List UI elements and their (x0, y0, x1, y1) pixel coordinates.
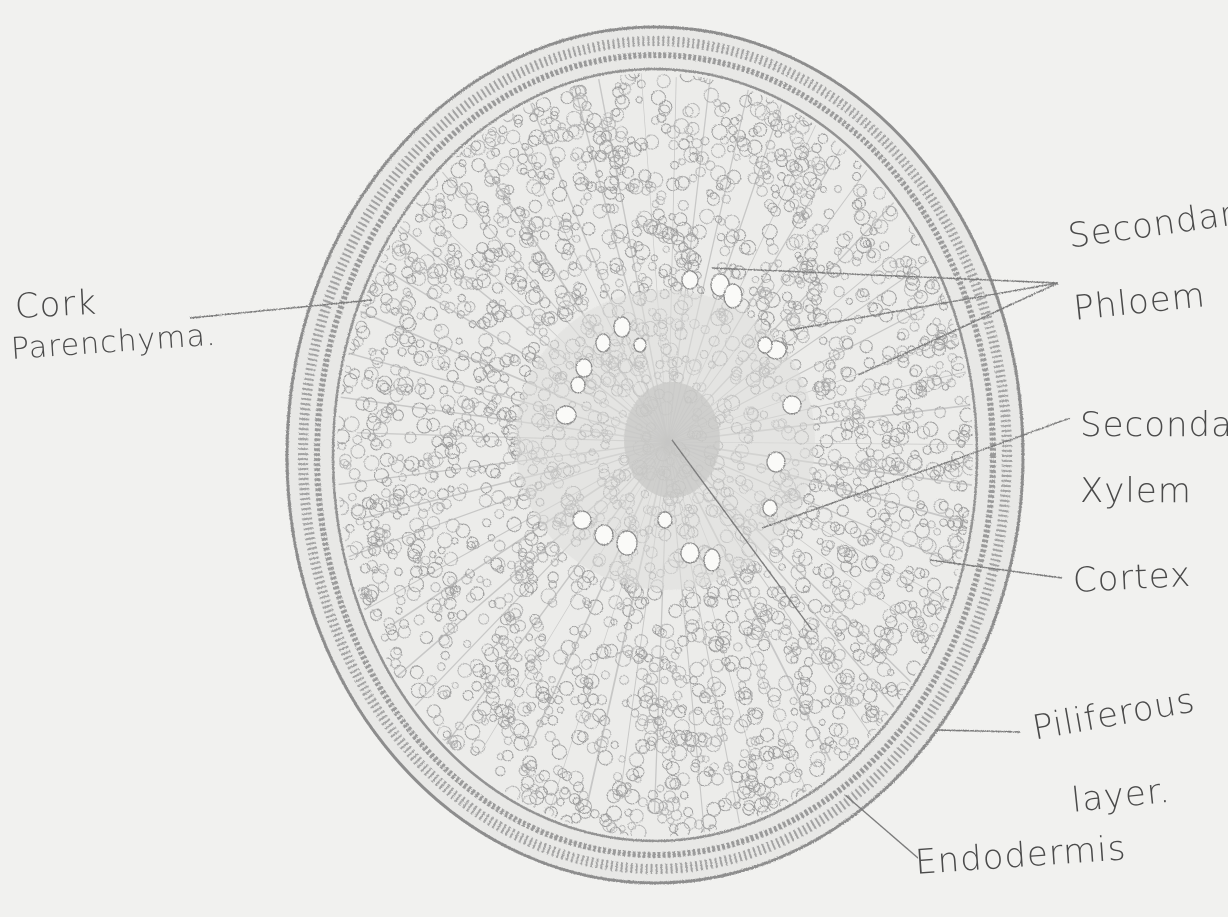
xylem-vessel (576, 359, 592, 377)
xylem-vessel (634, 338, 646, 352)
central-stele (515, 290, 815, 590)
label-secondary-xylem-line1: Seconda (1080, 408, 1228, 444)
label-secondary-xylem-line2: Xylem (1080, 474, 1192, 510)
xylem-vessel (617, 531, 637, 555)
leader-endodermis (845, 795, 918, 858)
xylem-vessel (704, 549, 720, 571)
xylem-vessel (573, 511, 591, 529)
xylem-vessel (658, 512, 672, 528)
xylem-vessel (571, 377, 585, 393)
xylem-vessel (595, 525, 613, 545)
label-cork: Cork (14, 286, 98, 326)
xylem-vessel (763, 500, 777, 516)
xylem-vessel (758, 337, 772, 353)
leader-piliferous (935, 730, 1020, 732)
xylem-vessel (596, 334, 610, 352)
xylem-vessel (783, 396, 801, 414)
xylem-vessel (767, 452, 785, 472)
label-cortex: Cortex (1072, 558, 1192, 600)
xylem-vessel (614, 317, 630, 337)
xylem-vessel (682, 271, 698, 289)
xylem-vessel (681, 543, 699, 563)
xylem-vessel (724, 284, 742, 308)
xylem-vessel (556, 406, 576, 424)
